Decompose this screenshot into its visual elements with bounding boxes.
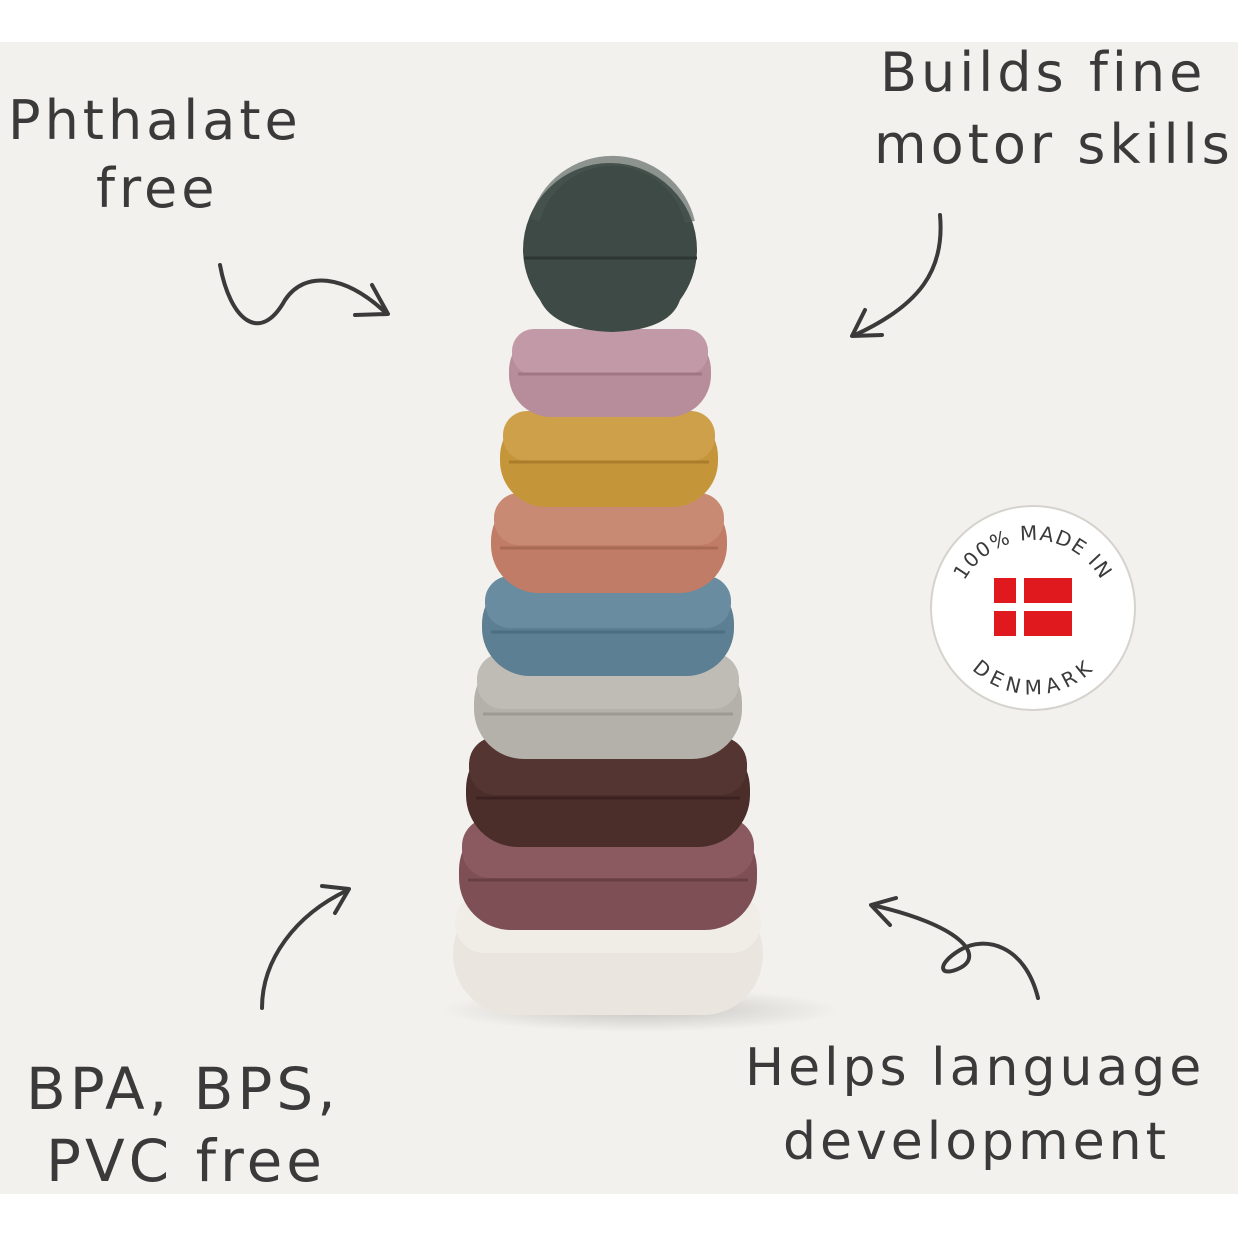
label-language-development: Helps language development <box>745 1042 1205 1168</box>
label-bpa-line1: BPA, BPS, <box>26 1055 340 1123</box>
ring-lilac <box>509 329 711 417</box>
label-bpa-bps-pvc-free: BPA, BPS, PVC free <box>26 1060 340 1190</box>
label-bpa-line2: PVC free <box>46 1127 326 1194</box>
arrow-language <box>870 903 1040 1000</box>
label-fine-motor-line1: Builds fine <box>880 42 1207 104</box>
label-phthalate-line1: Phthalate <box>8 89 302 152</box>
stacking-tower-illustration <box>218 155 1040 1032</box>
arrowhead-bpa <box>320 884 351 915</box>
label-phthalate-line2: free <box>96 157 219 220</box>
label-language-line1: Helps language <box>745 1038 1206 1098</box>
arrowhead-language <box>869 896 898 927</box>
arrowhead-fine-motor <box>850 308 884 338</box>
arrowhead-phthalate <box>353 283 390 317</box>
ball-dark-green <box>523 155 697 332</box>
label-language-line2: development <box>783 1112 1171 1172</box>
arrow-bpa <box>260 888 350 1010</box>
product-image-canvas: 100% MADE IN DENMARK Phthalate free Buil… <box>0 42 1238 1194</box>
label-fine-motor-line2: motor skills <box>874 113 1234 176</box>
label-phthalate-free: Phthalate free <box>8 94 302 216</box>
ring-terracotta <box>491 493 727 593</box>
ring-mustard <box>500 411 718 507</box>
danish-flag-icon <box>994 578 1072 636</box>
arrow-fine-motor <box>853 213 943 337</box>
made-in-denmark-badge: 100% MADE IN DENMARK <box>930 505 1136 711</box>
label-fine-motor-skills: Builds fine motor skills <box>874 42 1234 172</box>
arrow-phthalate <box>218 263 387 326</box>
